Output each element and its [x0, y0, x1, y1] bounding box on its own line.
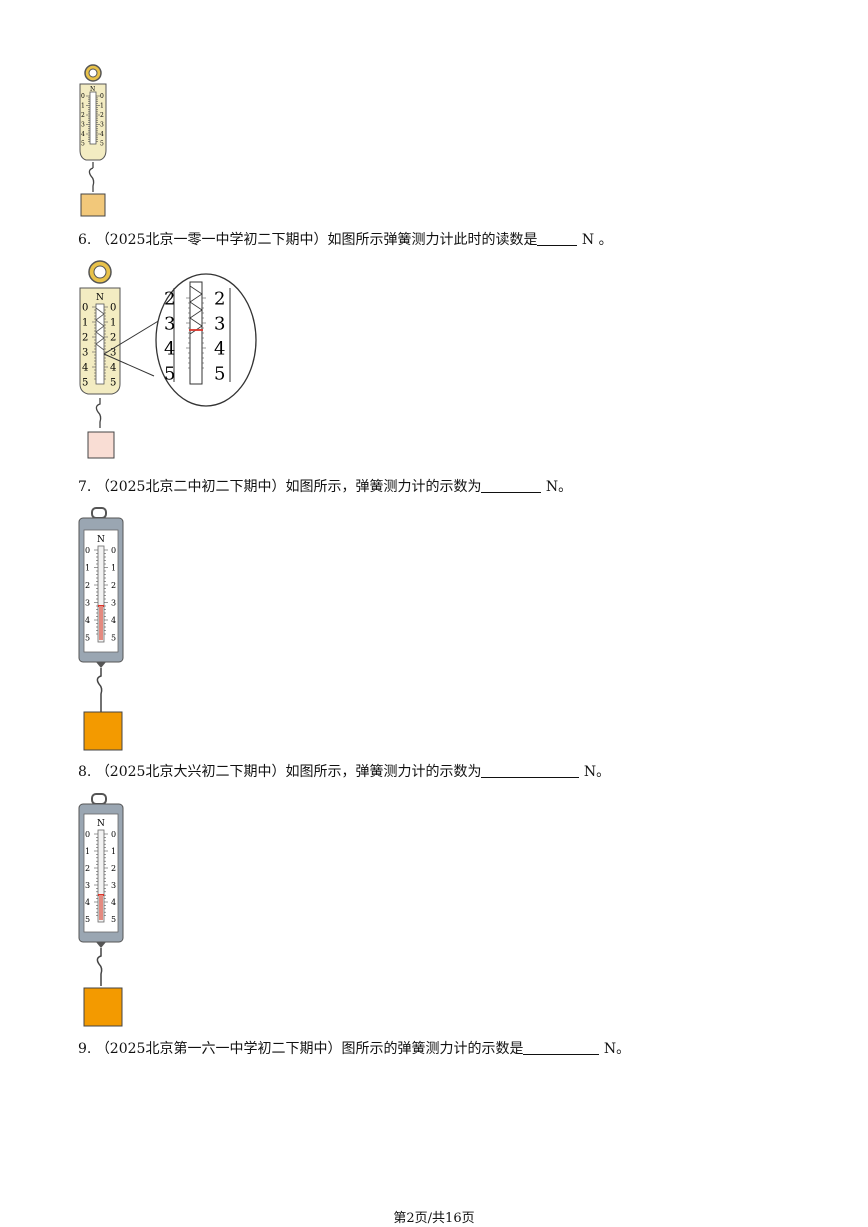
scale-mark: 5: [111, 633, 116, 642]
scale-mark: 3: [111, 598, 116, 607]
scale-mark: 2: [82, 333, 88, 344]
question-source: （2025北京二中初二下期中）: [95, 479, 286, 495]
scale-mark: 2: [81, 112, 85, 119]
scale-mark: 1: [85, 563, 90, 572]
spring-scale-figure-6: N 0 0 1 1 2 2 3 3 4 4 5 5 2 2 3 3 4 4 5 5: [79, 260, 257, 459]
scale-mark: 5: [82, 378, 88, 389]
scale-mark: 5: [110, 378, 116, 389]
scale-mark: 1: [81, 103, 85, 110]
spring-scale-figure-1: N 0 0 1 1 2 2 3 3 4 4 5 5: [79, 64, 107, 217]
scale-mark: 0: [110, 303, 116, 314]
scale-mark: 0: [111, 830, 116, 839]
scale-mark: 1: [111, 847, 116, 856]
question-number: 8.: [78, 764, 92, 780]
question-text: 如图所示，弹簧测力计的示数为: [285, 479, 482, 495]
scale-mark: 1: [100, 103, 104, 110]
question-9: 9. （2025北京第一六一中学初二下期中）图所示的弹簧测力计的示数是 N。: [78, 1040, 630, 1058]
scale-mark: 1: [110, 318, 116, 329]
question-8: 8. （2025北京大兴初二下期中）如图所示，弹簧测力计的示数为 N。: [78, 763, 610, 781]
scale-mark: 5: [85, 915, 90, 924]
scale-mark: 5: [81, 141, 85, 148]
scale-mark: 4: [164, 338, 175, 359]
scale-mark: 2: [85, 864, 90, 873]
scale-mark: 3: [85, 598, 90, 607]
scale-mark: 3: [164, 313, 175, 334]
unit-text: N。: [583, 764, 611, 780]
scale-mark: 0: [82, 303, 88, 314]
question-7: 7. （2025北京二中初二下期中）如图所示，弹簧测力计的示数为 N。: [78, 478, 572, 496]
page-footer: 第2页/共16页: [393, 1211, 475, 1226]
question-source: （2025北京大兴初二下期中）: [95, 764, 286, 780]
scale-mark: 4: [111, 616, 116, 625]
scale-mark: 1: [82, 318, 88, 329]
question-text: 图所示的弹簧测力计的示数是: [341, 1041, 524, 1057]
scale-mark: 0: [85, 830, 90, 839]
scale-mark: 2: [85, 581, 90, 590]
unit-label: N: [96, 293, 104, 303]
scale-mark: 0: [85, 546, 90, 555]
answer-blank[interactable]: [523, 1040, 600, 1055]
unit-label: N: [97, 819, 105, 829]
question-number: 7.: [78, 479, 92, 495]
answer-blank[interactable]: [481, 478, 542, 493]
scale-mark: 4: [111, 898, 116, 907]
question-number: 9.: [78, 1041, 92, 1057]
scale-mark: 4: [85, 616, 90, 625]
answer-blank[interactable]: [481, 763, 580, 778]
scale-mark: 3: [81, 122, 85, 129]
spring-scale-figure-8: N 0 0 1 1 2 2 3 3 4 4 5 5: [78, 793, 124, 1027]
unit-text: N。: [603, 1041, 631, 1057]
scale-mark: 4: [82, 363, 88, 374]
scale-mark: 4: [214, 338, 225, 359]
scale-mark: 2: [111, 581, 116, 590]
scale-mark: 1: [111, 563, 116, 572]
scale-mark: 5: [100, 141, 104, 148]
scale-mark: 4: [100, 131, 104, 138]
scale-mark: 2: [110, 333, 116, 344]
scale-mark: 3: [82, 348, 88, 359]
scale-mark: 2: [164, 288, 175, 309]
scale-mark: 0: [100, 93, 104, 100]
scale-mark: 4: [85, 898, 90, 907]
question-text: 如图所示，弹簧测力计的示数为: [285, 764, 482, 780]
unit-text: N。: [545, 479, 573, 495]
question-source: （2025北京第一六一中学初二下期中）: [95, 1041, 342, 1057]
question-number: 6.: [78, 232, 92, 248]
scale-mark: 2: [214, 288, 225, 309]
scale-mark: 5: [111, 915, 116, 924]
scale-mark: 5: [164, 363, 175, 384]
scale-mark: 4: [81, 131, 85, 138]
spring-scale-figure-7: N 0 0 1 1 2 2 3 3 4 4 5 5: [78, 507, 124, 751]
question-6: 6. （2025北京一零一中学初二下期中）如图所示弹簧测力计此时的读数是 N 。: [78, 231, 613, 249]
scale-mark: 0: [111, 546, 116, 555]
question-source: （2025北京一零一中学初二下期中）: [95, 232, 328, 248]
scale-mark: 3: [214, 313, 225, 334]
scale-mark: 5: [85, 633, 90, 642]
scale-mark: 3: [100, 122, 104, 129]
scale-mark: 5: [214, 363, 225, 384]
scale-mark: 1: [85, 847, 90, 856]
question-text: 如图所示弹簧测力计此时的读数是: [327, 232, 538, 248]
scale-mark: 3: [110, 348, 116, 359]
scale-mark: 2: [111, 864, 116, 873]
unit-label: N: [90, 86, 95, 93]
answer-blank[interactable]: [537, 231, 578, 246]
scale-mark: 4: [110, 363, 116, 374]
scale-mark: 0: [81, 93, 85, 100]
unit-text: N 。: [581, 232, 613, 248]
scale-mark: 3: [85, 881, 90, 890]
unit-label: N: [97, 535, 105, 545]
scale-mark: 2: [100, 112, 104, 119]
scale-mark: 3: [111, 881, 116, 890]
